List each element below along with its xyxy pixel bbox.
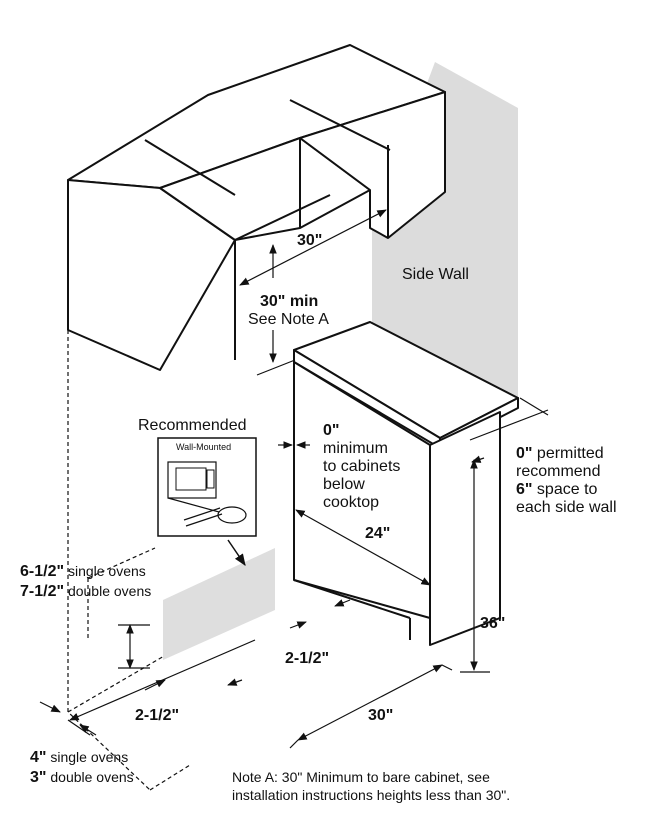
zero-min-line-3: below [323, 476, 365, 493]
bottom-single-label: 4" single ovens [30, 749, 128, 766]
permitted-line-3: 6" space to [516, 481, 598, 498]
double-ovens-value: 7-1/2" [20, 583, 64, 600]
upper-width-label: 30" [297, 232, 322, 249]
recommended-label: Recommended [138, 417, 247, 434]
single-ovens-label: 6-1/2" single ovens [20, 563, 146, 580]
zero-min-line-1: minimum [323, 440, 388, 457]
double-ovens-text: double ovens [64, 583, 151, 599]
depth-label: 24" [365, 525, 390, 542]
dimension-lines [39, 209, 549, 749]
counter-height-label: 36" [480, 615, 505, 632]
cutout-width-label: 30" [368, 707, 393, 724]
bottom-single-text: single ovens [46, 749, 128, 765]
wall-mounted-label: Wall-Mounted [176, 442, 231, 452]
zero-min-line-2: to cabinets [323, 458, 400, 475]
six-value: 6" [516, 481, 532, 498]
see-note-label: See Note A [248, 311, 329, 328]
single-ovens-value: 6-1/2" [20, 563, 64, 580]
space-to-text: space to [532, 481, 597, 498]
min-height-label: 30" min [260, 293, 318, 310]
side-gap-label: 2-1/2" [285, 650, 329, 667]
bottom-double-label: 3" double ovens [30, 769, 134, 786]
permitted-value: 0" [516, 445, 532, 462]
single-ovens-text: single ovens [64, 563, 146, 579]
double-ovens-label: 7-1/2" double ovens [20, 583, 151, 600]
bottom-double-text: double ovens [46, 769, 133, 785]
cutout-shade [163, 548, 275, 660]
zero-min-value: 0" [323, 422, 339, 439]
note-a-line-1: Note A: 30" Minimum to bare cabinet, see [232, 769, 490, 785]
bottom-single-value: 4" [30, 749, 46, 766]
side-wall-label: Side Wall [402, 266, 469, 283]
wall-mounted-inset [157, 437, 257, 566]
note-a-line-2: installation instructions heights less t… [232, 787, 510, 803]
permitted-line-4: each side wall [516, 499, 617, 516]
zero-min-line-4: cooktop [323, 494, 379, 511]
front-gap-label: 2-1/2" [135, 707, 179, 724]
permitted-line-2: recommend [516, 463, 600, 480]
bottom-double-value: 3" [30, 769, 46, 786]
upper-cabinets [67, 44, 446, 371]
permitted-text: permitted [532, 445, 603, 462]
permitted-line-1: 0" permitted [516, 445, 604, 462]
